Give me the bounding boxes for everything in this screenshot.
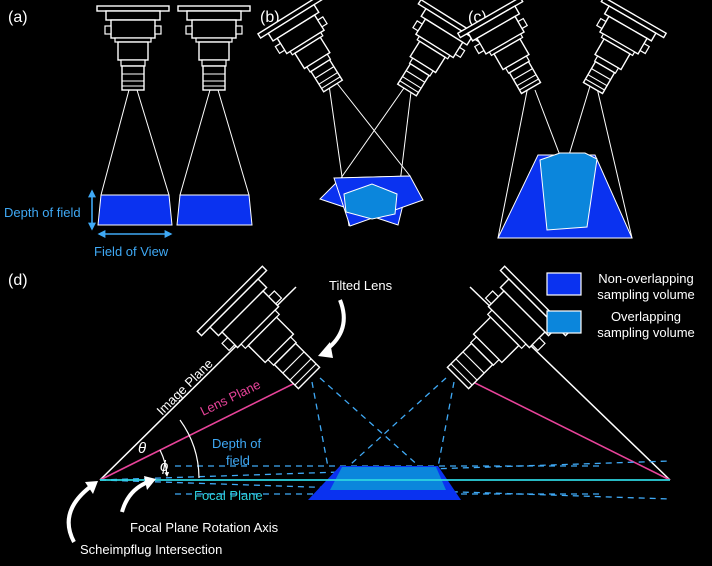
scheimpflug-arrow xyxy=(66,485,92,543)
legend: Non-overlapping sampling volume Overlapp… xyxy=(546,271,695,340)
tilted-lens-arrow xyxy=(324,299,346,352)
focal-plane-rotation-axis-label: Focal Plane Rotation Axis xyxy=(130,520,279,535)
legend-non-overlapping-line2: sampling volume xyxy=(597,287,695,302)
phi-symbol: ϕ xyxy=(160,458,168,475)
panel-d-label: (d) xyxy=(8,272,28,289)
panel-c: (c) xyxy=(457,0,667,239)
panel-a-label: (a) xyxy=(8,9,28,26)
sampling-volume-left xyxy=(97,194,173,226)
tilted-lens-label: Tilted Lens xyxy=(329,278,393,293)
theta-arc xyxy=(159,449,170,477)
legend-overlapping-line1: Overlapping xyxy=(611,309,681,324)
camera-a-right xyxy=(177,5,251,91)
fov-cone-left xyxy=(100,89,170,196)
panel-b-label: (b) xyxy=(260,9,280,26)
rotation-axis-arrow xyxy=(120,480,149,513)
camera-a-left xyxy=(96,5,170,91)
sampling-volume-right xyxy=(176,194,253,226)
legend-swatch-overlapping xyxy=(546,310,582,334)
phi-arc xyxy=(179,419,200,479)
depth-of-field-label: Depth of field xyxy=(4,205,81,220)
lens-plane-label: Lens Plane xyxy=(198,377,263,419)
camera-c-right xyxy=(561,0,667,107)
panel-d: (d) θ ϕ xyxy=(8,265,671,557)
depth-of-field-d-line2: field xyxy=(226,453,250,468)
theta-symbol: θ xyxy=(138,440,146,457)
scheimpflug-intersection-label: Scheimpflug Intersection xyxy=(80,542,222,557)
fov-cone-right xyxy=(179,89,250,196)
camera-d-left xyxy=(196,265,343,412)
panel-a: (a) Depth of field Field of View xyxy=(4,5,253,259)
legend-overlapping-line2: sampling volume xyxy=(597,325,695,340)
depth-of-field-d-line1: Depth of xyxy=(212,436,262,451)
overlap-volume-c xyxy=(539,152,598,231)
lens-plane-left xyxy=(99,377,306,481)
legend-non-overlapping-line1: Non-overlapping xyxy=(598,271,693,286)
camera-b-right xyxy=(375,0,483,110)
overlap-volume-b xyxy=(343,183,398,220)
lens-plane-right xyxy=(464,377,671,481)
focal-plane-label: Focal Plane xyxy=(194,488,263,503)
overlap-volume-d xyxy=(330,467,446,490)
field-of-view-label: Field of View xyxy=(94,244,169,259)
legend-swatch-non-overlapping xyxy=(546,272,582,296)
panel-b: (b) xyxy=(257,0,483,227)
